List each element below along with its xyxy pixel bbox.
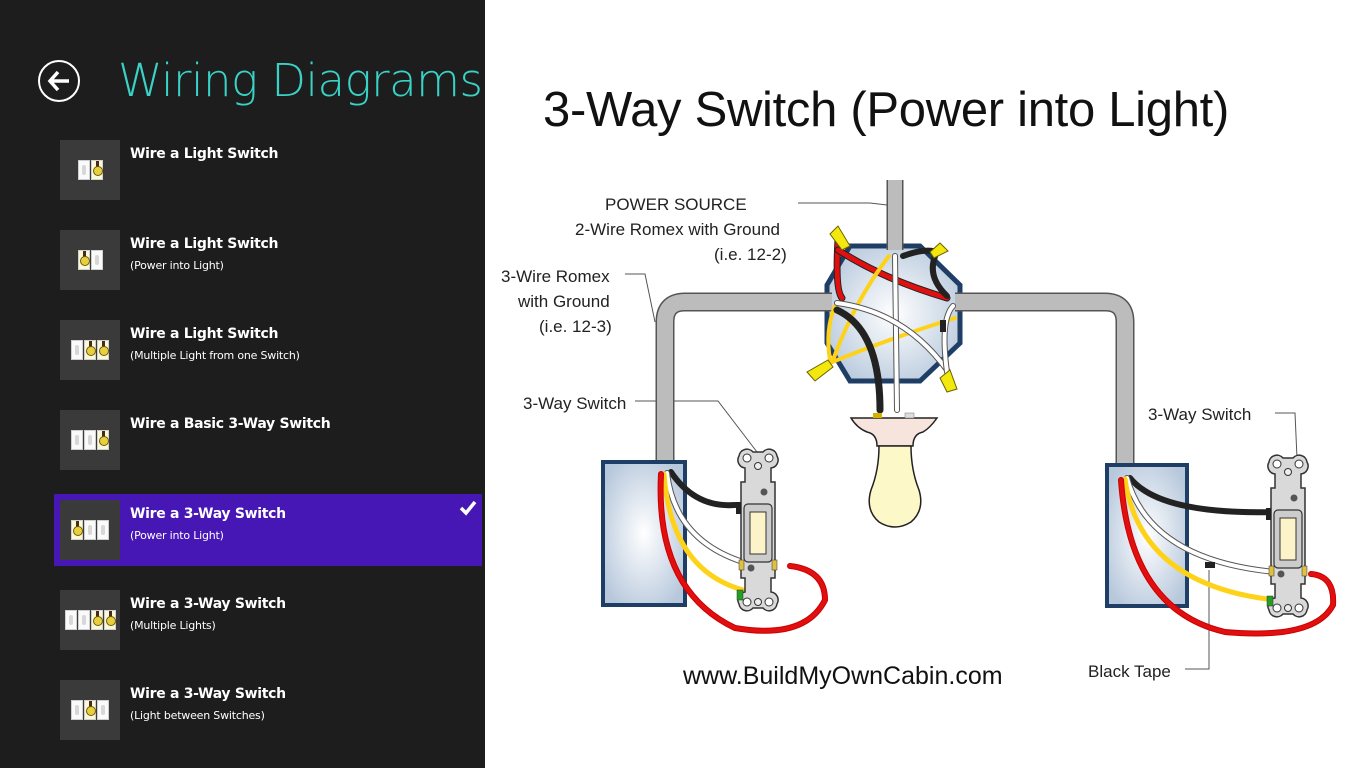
item-title: Wire a Light Switch — [130, 236, 279, 252]
light-fixture-icon — [71, 520, 83, 540]
item-title: Wire a 3-Way Switch — [130, 686, 286, 702]
item-subtitle: (Light between Switches) — [130, 709, 265, 722]
light-fixture-icon — [84, 340, 96, 360]
label-romex3-type: (i.e. 12-3) — [539, 317, 612, 336]
switch-plate-icon — [77, 160, 90, 180]
switch-box-left — [601, 460, 687, 607]
item-title: Wire a Basic 3-Way Switch — [130, 416, 331, 432]
website-credit: www.BuildMyOwnCabin.com — [683, 662, 1003, 690]
switch-plate-icon — [84, 430, 96, 450]
diagram-pane: 3-Way Switch (Power into Light) — [485, 0, 1366, 768]
right-switch-wires — [1118, 475, 1337, 637]
light-fixture-icon — [97, 340, 109, 360]
label-black-tape: Black Tape — [1088, 662, 1171, 681]
list-item[interactable]: Wire a Light Switch (Multiple Light from … — [54, 314, 482, 386]
item-title: Wire a Light Switch — [130, 326, 279, 342]
three-way-switch-left — [736, 448, 779, 612]
wiring-diagram — [601, 180, 1337, 670]
item-subtitle: (Multiple Light from one Switch) — [130, 349, 300, 362]
item-thumbnail — [60, 230, 120, 290]
label-power-source-cable: 2-Wire Romex with Ground — [575, 220, 781, 239]
wire-nuts — [806, 225, 958, 393]
leader-lines — [625, 202, 1298, 670]
checkmark-icon — [459, 500, 477, 516]
label-romex3-ground: with Ground — [518, 292, 610, 311]
cable-right — [955, 292, 1135, 478]
three-way-switch-right — [1266, 454, 1309, 618]
switch-plate-icon — [77, 610, 90, 630]
app-title: Wiring Diagrams — [118, 54, 483, 107]
switch-plate-icon — [64, 610, 77, 630]
list-item[interactable]: Wire a Light Switch — [54, 134, 482, 206]
light-fixture — [849, 412, 939, 528]
item-thumbnail — [60, 680, 120, 740]
light-fixture-icon — [103, 610, 116, 630]
back-arrow-icon — [47, 70, 69, 92]
back-button[interactable] — [38, 60, 80, 102]
light-fixture-icon — [97, 430, 109, 450]
label-power-source-type: (i.e. 12-2) — [714, 245, 787, 264]
switch-plate-icon — [90, 250, 103, 270]
switch-plate-icon — [71, 700, 83, 720]
list-item[interactable]: Wire a 3-Way Switch (Light between Switch… — [54, 674, 482, 746]
item-thumbnail — [60, 320, 120, 380]
list-item[interactable]: Wire a Basic 3-Way Switch — [54, 404, 482, 476]
switch-plate-icon — [84, 520, 96, 540]
light-fixture-icon — [90, 610, 103, 630]
label-switch-left: 3-Way Switch — [523, 394, 627, 413]
item-title: Wire a 3-Way Switch — [130, 506, 286, 522]
light-fixture-icon — [77, 250, 90, 270]
light-fixture-icon — [90, 160, 103, 180]
item-title: Wire a Light Switch — [130, 146, 279, 162]
label-romex3: 3-Wire Romex — [501, 267, 610, 286]
list-item[interactable]: Wire a Light Switch (Power into Light) — [54, 224, 482, 296]
cable-left — [655, 292, 832, 470]
item-subtitle: (Multiple Lights) — [130, 619, 216, 632]
item-thumbnail — [60, 140, 120, 200]
item-thumbnail — [60, 500, 120, 560]
item-thumbnail — [60, 410, 120, 470]
left-switch-wires — [657, 469, 829, 634]
light-fixture-icon — [84, 700, 96, 720]
junction-wires — [823, 236, 957, 414]
item-title: Wire a 3-Way Switch — [130, 596, 286, 612]
label-power-source: POWER SOURCE — [605, 195, 747, 214]
item-subtitle: (Power into Light) — [130, 259, 224, 272]
item-thumbnail — [60, 590, 120, 650]
item-subtitle: (Power into Light) — [130, 529, 224, 542]
switch-plate-icon — [71, 340, 83, 360]
list-item[interactable]: Wire a 3-Way Switch (Multiple Lights) — [54, 584, 482, 656]
switch-plate-icon — [97, 520, 109, 540]
switch-plate-icon — [97, 700, 109, 720]
label-switch-right: 3-Way Switch — [1148, 405, 1252, 424]
diagram-title: 3-Way Switch (Power into Light) — [543, 83, 1230, 137]
list-item[interactable]: Wire a 3-Way Switch (Power into Light) — [54, 494, 482, 566]
switch-plate-icon — [71, 430, 83, 450]
